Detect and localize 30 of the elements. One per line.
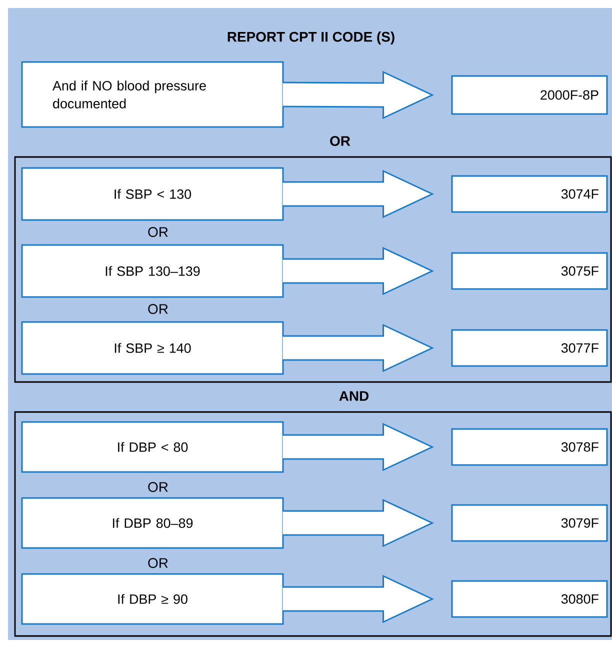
- code-box: 2000F-8P: [451, 75, 608, 115]
- code-box: 3075F: [451, 252, 608, 290]
- code-box: 3078F: [451, 428, 608, 466]
- connector-word: OR: [148, 227, 168, 237]
- connector-word: AND: [339, 391, 368, 401]
- connector-word: OR: [148, 482, 168, 492]
- connector-word: OR: [148, 304, 168, 314]
- condition-box: If DBP ≥ 90: [21, 573, 284, 625]
- title: REPORT CPT II CODE (S): [228, 32, 394, 44]
- connector-word: OR: [330, 136, 350, 146]
- condition-box: If DBP 80–89: [21, 497, 284, 549]
- block-arrow: [282, 498, 434, 548]
- condition-box: If DBP < 80: [21, 421, 284, 473]
- code-box: 3074F: [451, 175, 608, 213]
- code-box: 3079F: [451, 504, 608, 542]
- block-arrow: [282, 246, 434, 296]
- condition-box: If SBP ≥ 140: [21, 321, 284, 375]
- group-frame: [14, 156, 612, 383]
- condition-box: If SBP < 130: [21, 167, 284, 221]
- code-box: 3080F: [451, 580, 608, 618]
- group-frame: [14, 411, 612, 637]
- block-arrow: [282, 574, 434, 624]
- block-arrow: [282, 170, 434, 218]
- condition-box: And if NO blood pressure documented: [21, 61, 284, 128]
- condition-box: If SBP 130–139: [21, 244, 284, 298]
- block-arrow: [282, 70, 434, 120]
- code-box: 3077F: [451, 329, 608, 367]
- block-arrow: [282, 324, 434, 372]
- block-arrow: [282, 422, 434, 472]
- connector-word: OR: [148, 558, 168, 568]
